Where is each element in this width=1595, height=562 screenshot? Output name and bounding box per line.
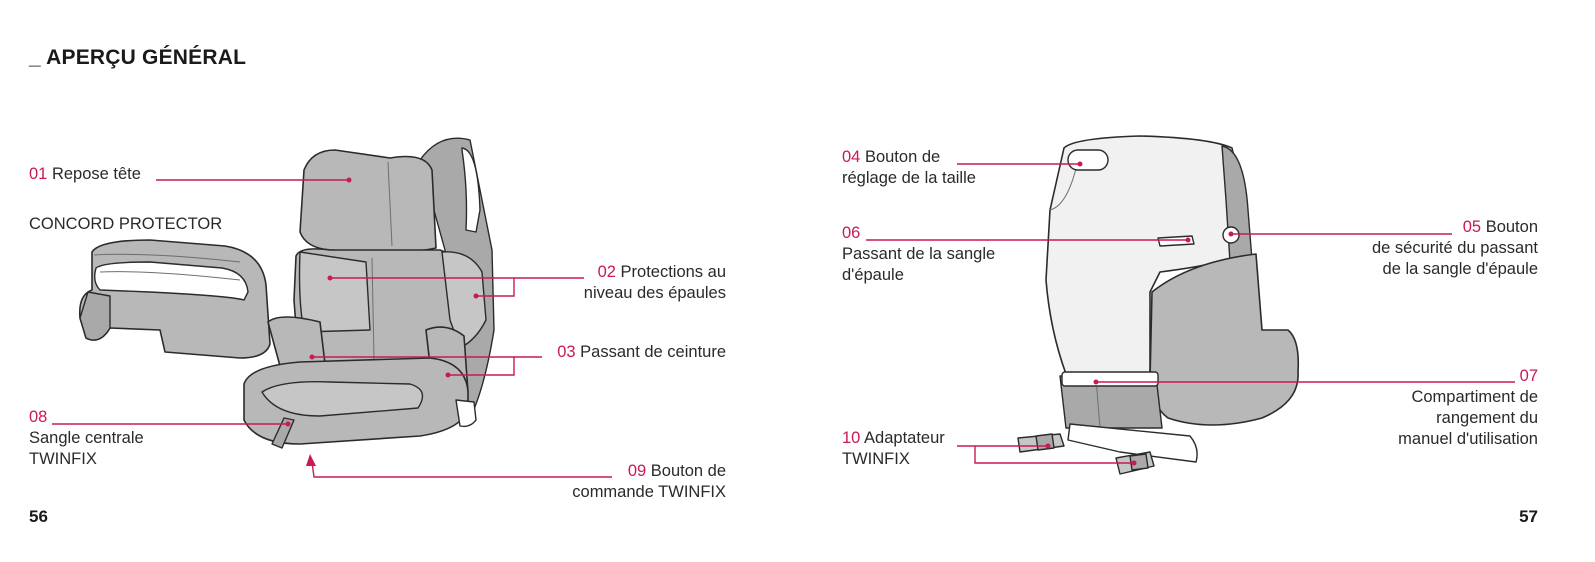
front-seat-illustration	[244, 138, 494, 448]
callout-05: 05 Bouton de sécurité du passant de la s…	[1372, 217, 1538, 280]
callout-text: d'épaule	[842, 266, 904, 284]
callout-text: niveau des épaules	[584, 284, 726, 302]
callout-03: 03 Passant de ceinture	[557, 342, 726, 363]
callout-04: 04 Bouton de réglage de la taille	[842, 147, 976, 189]
page-number-right: 57	[1519, 507, 1538, 527]
callout-text: commande TWINFIX	[572, 483, 726, 501]
callout-text: Repose tête	[52, 165, 141, 183]
callout-number: 03	[557, 343, 575, 361]
callout-text: rangement du	[1436, 409, 1538, 427]
page-number-left: 56	[29, 507, 48, 527]
rear-seat-illustration	[1018, 136, 1298, 474]
callout-text: TWINFIX	[29, 450, 97, 468]
callout-text: Bouton	[1486, 218, 1538, 236]
callout-08: 08 Sangle centrale TWINFIX	[29, 407, 144, 470]
callout-number: 05	[1463, 218, 1481, 236]
callout-text: Adaptateur	[864, 429, 945, 447]
callout-number: 10	[842, 429, 860, 447]
callout-06: 06 Passant de la sangle d'épaule	[842, 223, 995, 286]
callout-text: de la sangle d'épaule	[1383, 260, 1538, 278]
callout-01: 01 Repose tête	[29, 164, 141, 185]
callout-07: 07 Compartiment de rangement du manuel d…	[1398, 366, 1538, 450]
callout-text: de sécurité du passant	[1372, 239, 1538, 257]
callout-number: 04	[842, 148, 860, 166]
callout-text: TWINFIX	[842, 450, 910, 468]
callout-02: 02 Protections au niveau des épaules	[584, 262, 726, 304]
callout-number: 09	[628, 462, 646, 480]
callout-number: 08	[29, 408, 47, 426]
product-name: CONCORD PROTECTOR	[29, 214, 222, 235]
callout-10: 10 Adaptateur TWINFIX	[842, 428, 945, 470]
callout-text: Sangle centrale	[29, 429, 144, 447]
concord-protector-illustration	[80, 240, 270, 358]
page-title: _ APERÇU GÉNÉRAL	[29, 46, 246, 70]
callout-text: manuel d'utilisation	[1398, 430, 1538, 448]
callout-text: Passant de ceinture	[580, 343, 726, 361]
callout-09: 09 Bouton de commande TWINFIX	[572, 461, 726, 503]
callout-text: Passant de la sangle	[842, 245, 995, 263]
callout-number: 02	[598, 263, 616, 281]
callout-number: 07	[1520, 367, 1538, 385]
callout-number: 01	[29, 165, 47, 183]
callout-text: Compartiment de	[1411, 388, 1538, 406]
callout-text: Protections au	[621, 263, 726, 281]
callout-number: 06	[842, 224, 860, 242]
callout-text: Bouton de	[865, 148, 940, 166]
callout-text: réglage de la taille	[842, 169, 976, 187]
callout-text: Bouton de	[651, 462, 726, 480]
